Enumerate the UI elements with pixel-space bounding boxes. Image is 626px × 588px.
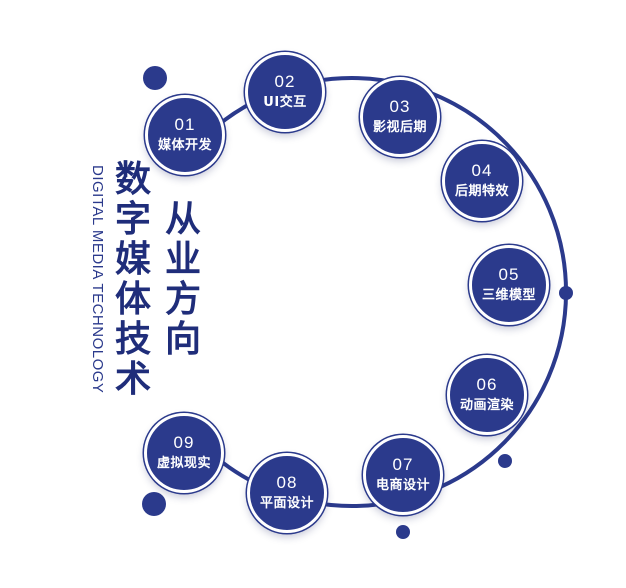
career-node-04: 04 后期特效	[442, 141, 522, 221]
node-number: 07	[392, 455, 414, 474]
career-node-03: 03 影视后期	[360, 77, 440, 157]
career-node-05: 05 三维模型	[469, 245, 549, 325]
node-label: 动画渲染	[459, 398, 514, 413]
career-node-01: 01 媒体开发	[145, 95, 225, 175]
node-number: 09	[173, 433, 195, 452]
node-label: 三维模型	[481, 288, 536, 303]
node-label: 影视后期	[372, 120, 427, 135]
career-node-02: 02 UI交互	[245, 52, 325, 132]
node-number: 06	[476, 375, 498, 394]
node-label: 媒体开发	[157, 138, 212, 153]
ring-connector-dot	[498, 454, 512, 468]
node-number: 01	[174, 115, 196, 134]
career-node-08: 08 平面设计	[247, 453, 327, 533]
node-number: 08	[276, 473, 298, 492]
node-number: 03	[389, 97, 411, 116]
career-node-09: 09 虚拟现实	[144, 413, 224, 493]
title-main: 数字媒体技术	[114, 159, 151, 400]
ring-end-dot-top	[143, 66, 167, 90]
node-label: UI交互	[263, 95, 307, 110]
title-sub: 从业方向	[164, 199, 201, 360]
ring-connector-dot	[559, 286, 573, 300]
ring-end-dot-bottom	[142, 492, 166, 516]
ring-connector-dot	[396, 525, 410, 539]
node-label: 电商设计	[375, 478, 430, 493]
node-number: 04	[471, 161, 493, 180]
career-node-07: 07 电商设计	[363, 435, 443, 515]
title-english: DIGITAL MEDIA TECHNOLOGY	[89, 165, 106, 394]
node-label: 后期特效	[454, 184, 509, 199]
node-label: 平面设计	[259, 496, 314, 511]
career-node-06: 06 动画渲染	[447, 355, 527, 435]
node-number: 05	[498, 265, 520, 284]
node-number: 02	[274, 72, 296, 91]
node-label: 虚拟现实	[156, 456, 211, 471]
